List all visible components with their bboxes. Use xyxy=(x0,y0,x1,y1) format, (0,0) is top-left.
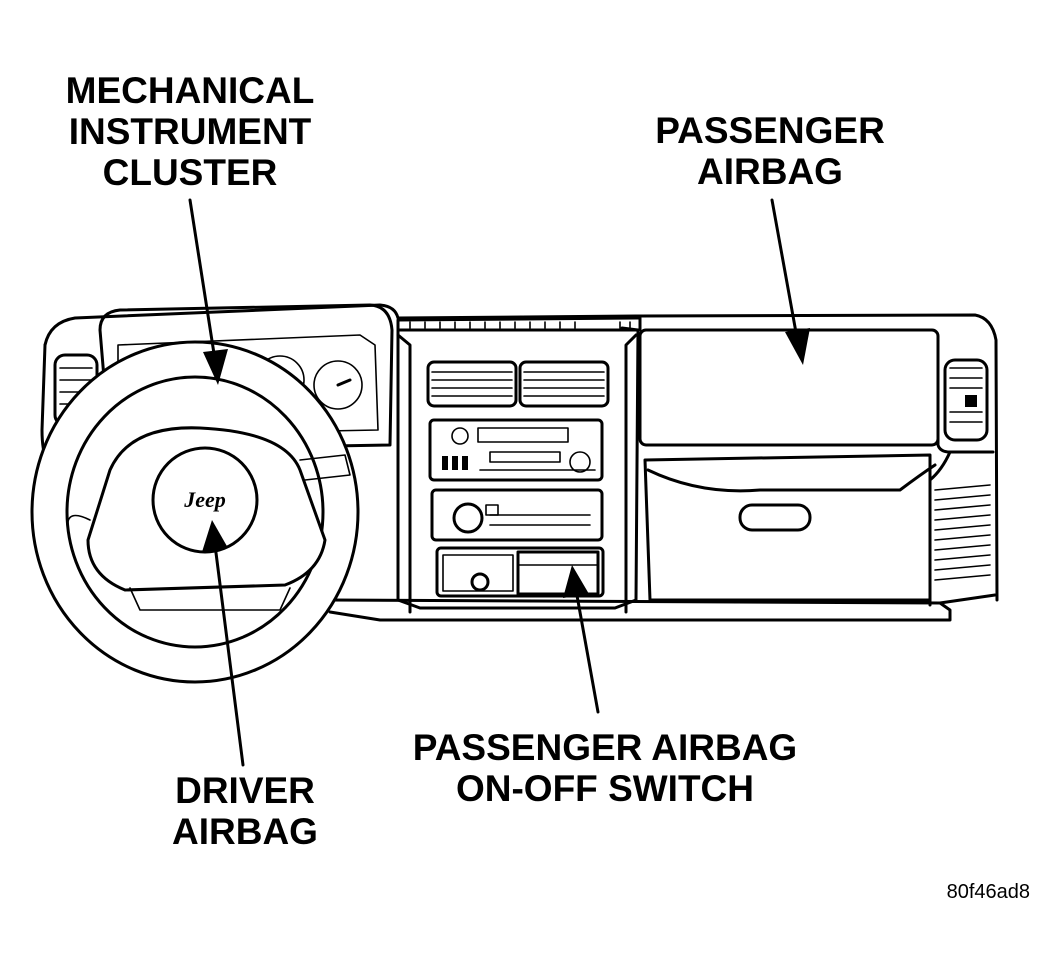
center-console xyxy=(396,326,640,614)
label-line: AIRBAG xyxy=(697,151,843,192)
label-line: CLUSTER xyxy=(102,152,278,193)
label-line: PASSENGER AIRBAG xyxy=(412,727,798,768)
leader-arrows xyxy=(188,198,810,767)
jeep-emblem: Jeep xyxy=(183,487,226,512)
steering-wheel: Jeep xyxy=(30,340,360,684)
mechanical-instrument-cluster-label: MECHANICAL INSTRUMENT CLUSTER xyxy=(40,70,340,193)
label-line: PASSENGER xyxy=(655,110,885,151)
label-line: MECHANICAL xyxy=(65,70,315,111)
label-line: DRIVER xyxy=(175,770,315,811)
label-line: AIRBAG xyxy=(172,811,318,852)
label-line: INSTRUMENT xyxy=(68,111,312,152)
passenger-airbag-label: PASSENGER AIRBAG xyxy=(600,110,940,192)
defroster-grille xyxy=(396,316,642,332)
figure-code: 80f46ad8 xyxy=(946,881,1030,903)
glove-box xyxy=(638,328,940,602)
passenger-airbag-switch-label: PASSENGER AIRBAG ON-OFF SWITCH xyxy=(370,727,840,809)
driver-airbag-label: DRIVER AIRBAG xyxy=(130,770,360,852)
label-line: ON-OFF SWITCH xyxy=(455,768,754,809)
driver-airbag-cover xyxy=(151,446,259,554)
